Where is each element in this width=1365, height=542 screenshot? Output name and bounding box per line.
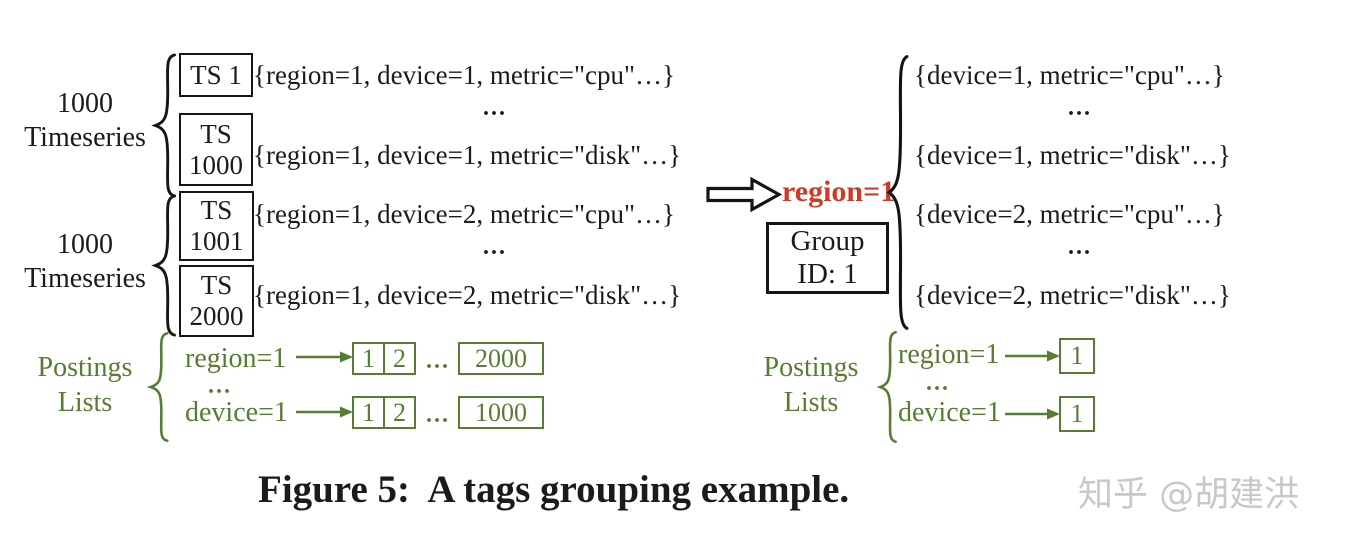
postings-cell: 1 bbox=[352, 342, 385, 375]
timeseries-group1-unit: Timeseries bbox=[24, 122, 146, 153]
postings-cell: 2 bbox=[383, 396, 416, 429]
curly-brace-icon bbox=[150, 193, 180, 338]
timeseries-group2-unit: Timeseries bbox=[24, 263, 146, 294]
postings-key: region=1 bbox=[185, 343, 287, 374]
arrow-icon bbox=[1005, 407, 1061, 421]
postings-cell-last: 1000 bbox=[458, 396, 544, 429]
postings-lists-label-left: Postings Lists bbox=[25, 350, 145, 420]
timeseries-group1-label: 1000 Timeseries bbox=[15, 87, 155, 155]
arrow-icon bbox=[296, 405, 354, 419]
postings-key: device=1 bbox=[185, 397, 288, 428]
postings-label-line1: Postings bbox=[763, 352, 859, 383]
timeseries-group1-count: 1000 bbox=[57, 88, 113, 119]
ts-box-1000: TS 1000 bbox=[179, 113, 253, 186]
arrow-icon bbox=[1005, 349, 1061, 363]
ellipsis: ... bbox=[426, 402, 450, 428]
postings-label-line2: Lists bbox=[57, 387, 113, 418]
postings-cell: 1 bbox=[1059, 338, 1095, 374]
group-id-line1: Group bbox=[790, 225, 865, 257]
postings-label-line2: Lists bbox=[783, 387, 839, 418]
ellipsis: ... bbox=[1068, 95, 1092, 121]
curly-brace-icon bbox=[146, 331, 172, 443]
postings-key: region=1 bbox=[898, 339, 1000, 370]
group-id-line2: ID: 1 bbox=[797, 258, 858, 290]
ts-box-1001-line1: TS bbox=[200, 195, 233, 225]
postings-cell: 2 bbox=[383, 342, 416, 375]
postings-cell: 1 bbox=[1059, 396, 1095, 432]
tagset-row: {region=1, device=1, metric="disk"…} bbox=[253, 140, 682, 170]
ts-box-1001-line2: 1001 bbox=[189, 226, 244, 256]
figure-caption: Figure 5: A tags grouping example. bbox=[258, 468, 850, 511]
ts-box-1: TS 1 bbox=[179, 53, 253, 97]
group-tag-highlight: region=1 bbox=[782, 175, 896, 208]
curly-brace-icon bbox=[150, 52, 180, 199]
postings-key: device=1 bbox=[898, 397, 1001, 428]
tagset-row: {region=1, device=1, metric="cpu"…} bbox=[253, 60, 676, 90]
tagset-row: {device=1, metric="cpu"…} bbox=[914, 60, 1225, 90]
tagset-row: {device=2, metric="disk"…} bbox=[914, 280, 1231, 310]
postings-cell-last: 2000 bbox=[458, 342, 544, 375]
tagset-row: {region=1, device=2, metric="disk"…} bbox=[253, 280, 682, 310]
postings-lists-label-right: Postings Lists bbox=[752, 350, 870, 420]
postings-cell: 1 bbox=[352, 396, 385, 429]
ts-box-2000: TS 2000 bbox=[179, 265, 254, 337]
ts-box-1000-line2: 1000 bbox=[189, 149, 243, 180]
arrow-icon bbox=[296, 350, 354, 364]
curly-brace-icon bbox=[876, 330, 900, 444]
ellipsis: ... bbox=[1068, 234, 1092, 260]
tagset-row: {device=1, metric="disk"…} bbox=[914, 140, 1231, 170]
ts-box-1001: TS 1001 bbox=[179, 191, 254, 261]
timeseries-group2-count: 1000 bbox=[57, 229, 113, 260]
ts-box-1-label: TS 1 bbox=[190, 59, 242, 90]
ellipsis: ... bbox=[426, 348, 450, 374]
ellipsis: ... bbox=[926, 370, 950, 396]
ts-box-1000-line1: TS bbox=[200, 118, 232, 149]
ts-box-2000-line2: 2000 bbox=[189, 301, 244, 331]
tagset-row: {region=1, device=2, metric="cpu"…} bbox=[253, 199, 676, 229]
block-arrow-icon bbox=[706, 176, 782, 213]
watermark: 知乎 @胡建洪 bbox=[1078, 475, 1300, 515]
ellipsis: ... bbox=[208, 373, 232, 399]
postings-label-line1: Postings bbox=[37, 352, 133, 383]
group-id-box: Group ID: 1 bbox=[766, 222, 889, 294]
tagset-row: {device=2, metric="cpu"…} bbox=[914, 199, 1225, 229]
timeseries-group2-label: 1000 Timeseries bbox=[15, 228, 155, 296]
ts-box-2000-line1: TS bbox=[200, 270, 233, 300]
ellipsis: ... bbox=[483, 234, 507, 260]
curly-brace-icon bbox=[884, 51, 912, 334]
ellipsis: ... bbox=[483, 95, 507, 121]
